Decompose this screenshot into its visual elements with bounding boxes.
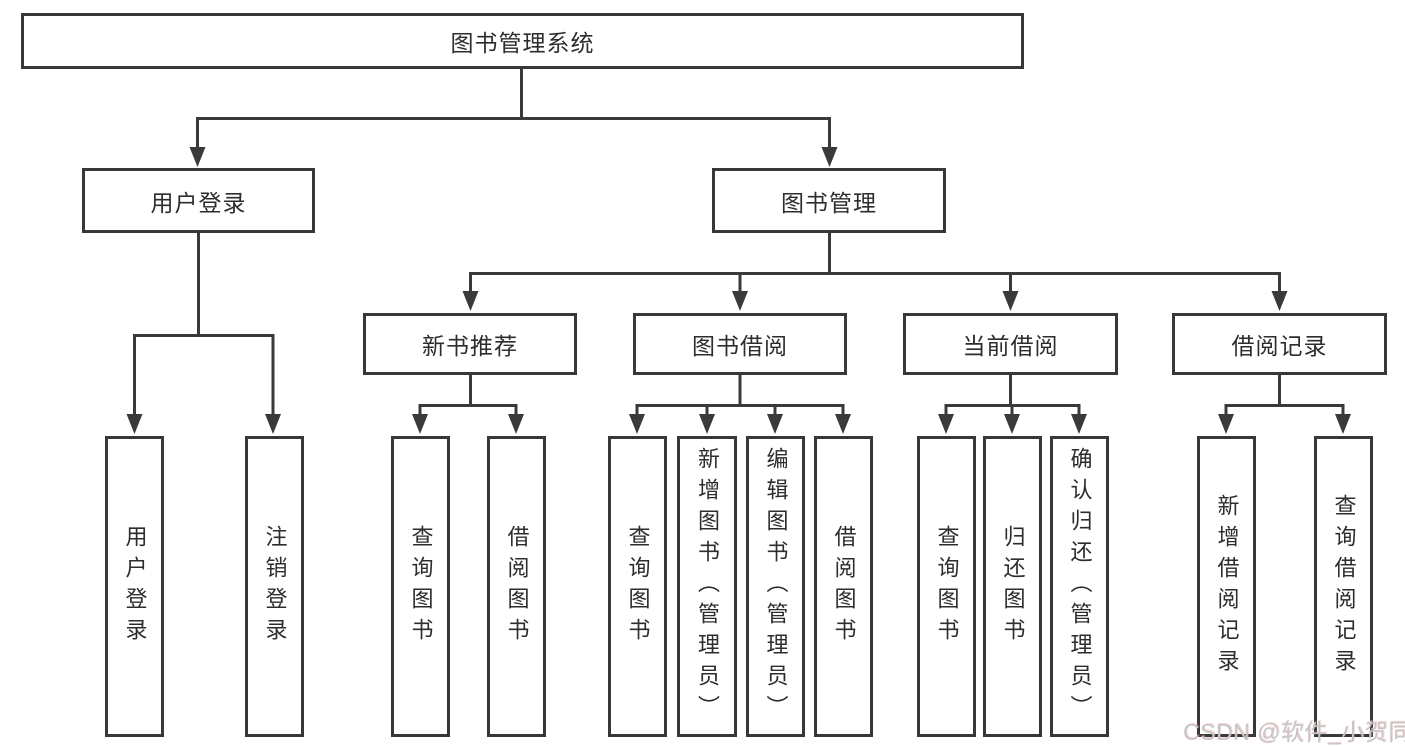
leaf-borrow-books-recommend-label: 借阅图书 [504, 524, 530, 649]
connector-borrow-records-children [1218, 375, 1351, 434]
leaf-add-borrow-record: 新增借阅记录 [1197, 436, 1256, 737]
connector-book-borrow-children [629, 375, 851, 434]
leaf-add-borrow-record-label: 新增借阅记录 [1214, 493, 1240, 680]
leaf-return-books-label: 归还图书 [1000, 524, 1026, 649]
node-current-borrow: 当前借阅 [903, 313, 1118, 375]
leaf-query-books-borrow-label: 查询图书 [625, 524, 651, 649]
leaf-confirm-return-admin-label: 确认归还（管理员） [1067, 447, 1093, 726]
leaf-user-login: 用户登录 [105, 436, 164, 737]
leaf-query-books-recommend-label: 查询图书 [408, 524, 434, 649]
connector-new-book-children [412, 375, 524, 434]
connector-root-to-level2 [189, 69, 838, 167]
node-root-library-system: 图书管理系统 [21, 13, 1024, 69]
leaf-return-books: 归还图书 [983, 436, 1042, 737]
leaf-query-books-borrow: 查询图书 [608, 436, 667, 737]
leaf-query-books-current: 查询图书 [917, 436, 976, 737]
leaf-query-borrow-record: 查询借阅记录 [1314, 436, 1373, 737]
node-book-borrow: 图书借阅 [633, 313, 847, 375]
leaf-user-login-label: 用户登录 [122, 524, 148, 649]
leaf-borrow-books: 借阅图书 [814, 436, 873, 737]
connector-user-login-children [126, 233, 281, 434]
node-book-management: 图书管理 [712, 168, 946, 233]
connector-current-borrow-children [938, 375, 1087, 434]
leaf-confirm-return-admin: 确认归还（管理员） [1050, 436, 1109, 737]
leaf-query-books-current-label: 查询图书 [934, 524, 960, 649]
leaf-add-books-admin-label: 新增图书（管理员） [695, 447, 720, 726]
connector-book-management-children [462, 233, 1288, 311]
leaf-query-books-recommend: 查询图书 [391, 436, 450, 737]
node-user-login: 用户登录 [82, 168, 315, 233]
leaf-query-borrow-record-label: 查询借阅记录 [1331, 493, 1357, 680]
node-borrow-records: 借阅记录 [1172, 313, 1387, 375]
leaf-edit-books-admin: 编辑图书（管理员） [746, 436, 805, 737]
leaf-edit-books-admin-label: 编辑图书（管理员） [763, 447, 789, 726]
csdn-watermark: CSDN @软件_小贺同学 [1183, 719, 1405, 745]
node-new-book-recommend: 新书推荐 [363, 313, 577, 375]
leaf-logout-label: 注销登录 [262, 524, 288, 649]
leaf-borrow-books-recommend: 借阅图书 [487, 436, 546, 737]
leaf-borrow-books-label: 借阅图书 [831, 524, 857, 649]
leaf-logout: 注销登录 [245, 436, 304, 737]
leaf-add-books-admin: 新增图书（管理员） [677, 436, 737, 737]
